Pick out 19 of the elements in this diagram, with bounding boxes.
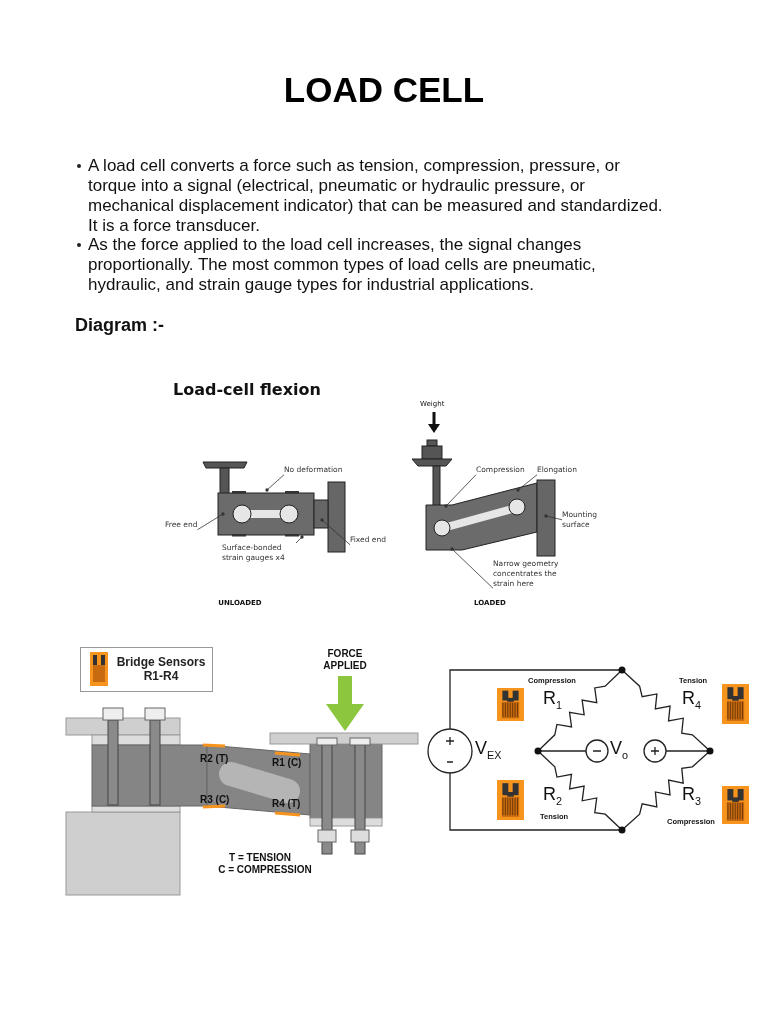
- resistor-label: R$_{4}$: [682, 688, 701, 711]
- voltage-label: V$_{EX}$: [475, 738, 502, 761]
- resistor-label: R$_{1}$: [543, 688, 562, 711]
- key-text: C = COMPRESSION: [217, 864, 313, 876]
- title: LOAD CELL: [282, 70, 486, 110]
- sensor-label: R4 (T): [272, 798, 301, 810]
- legend-text: Bridge Sensors R1-R4: [115, 655, 207, 684]
- sensor-label: R1 (C): [272, 757, 302, 769]
- resistor-label: R$_{2}$: [543, 784, 562, 807]
- voltage-label: V$_{o}$: [610, 738, 629, 761]
- resistor-label: R$_{3}$: [682, 784, 701, 807]
- figure-heading: Load-cell flexion: [173, 381, 321, 400]
- bullet-text: As the force applied to the load cell increases, the signal changes proportionally. The most common types of load cells are pneumatic, hydraulic, and strain gauge types for industrial applications.: [88, 235, 597, 296]
- sensor-label: R3 (C): [200, 794, 230, 806]
- section-heading: Diagram :-: [75, 315, 164, 336]
- force-label: FORCE APPLIED: [322, 648, 368, 672]
- sensor-label: R2 (T): [200, 753, 229, 765]
- bullet-text: A load cell converts a force such as tension, compression, pressure, or torque into a signal (electrical, pneumatic or hydraulic pressure, or mechanical displacement indicator) that can be measured and standardized. It is a force transducer.: [88, 156, 663, 237]
- key-text: T = TENSION: [228, 852, 292, 864]
